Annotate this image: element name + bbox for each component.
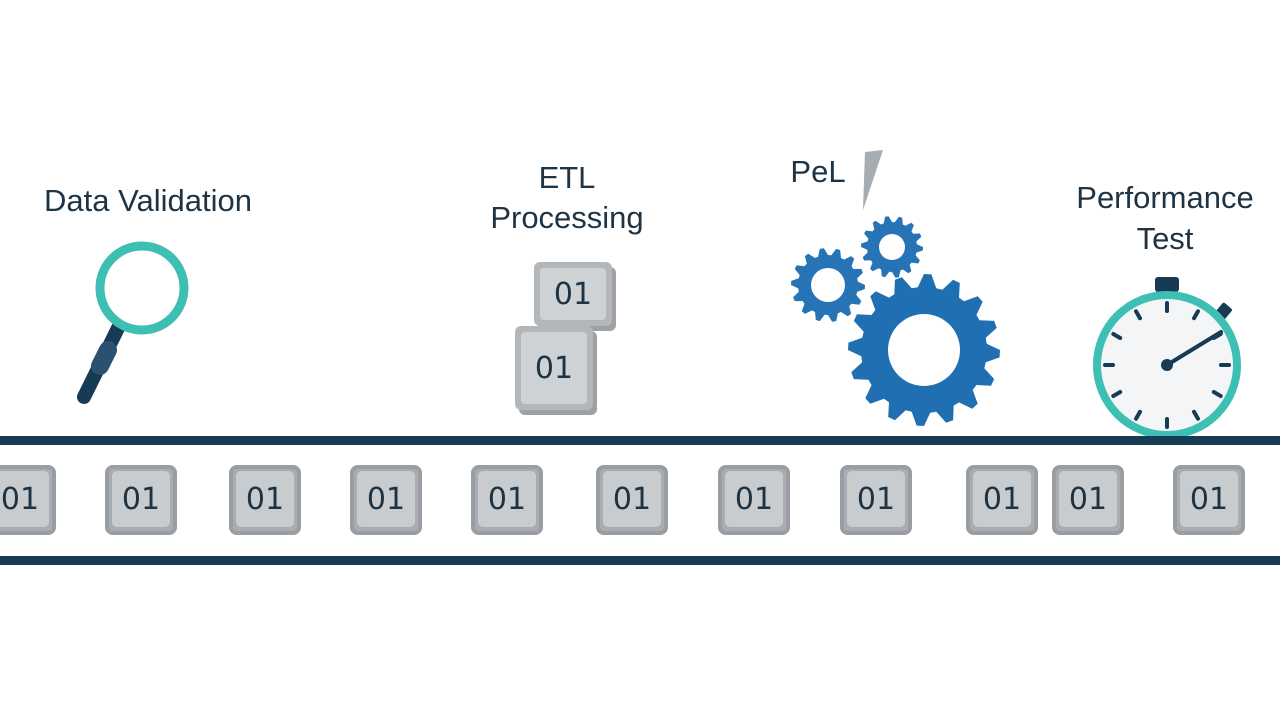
- etl-data-block-bottom: 01: [515, 326, 593, 410]
- conveyor-rail-bottom: [0, 556, 1280, 565]
- stage-label-pel: PeL: [790, 154, 846, 189]
- stage-label-performance: Performance: [1076, 180, 1254, 215]
- data-block-label: 01: [236, 471, 294, 527]
- data-block: 01: [840, 465, 912, 535]
- conveyor-rail-top: [0, 436, 1280, 445]
- data-block-label: 01: [357, 471, 415, 527]
- stage-label-etl: ETL: [538, 160, 596, 195]
- small-gear-top: [861, 216, 923, 278]
- pennant-icon: [863, 150, 883, 210]
- etl-data-block-top: 01: [534, 262, 612, 326]
- data-block: 01: [105, 465, 177, 535]
- data-block-label: 01: [973, 471, 1031, 527]
- stopwatch-icon: [1093, 277, 1241, 439]
- gears-icon: [791, 216, 1000, 426]
- small-gear-left: [791, 248, 865, 322]
- data-block: 01: [966, 465, 1038, 535]
- data-block: 01: [596, 465, 668, 535]
- data-block: 01: [350, 465, 422, 535]
- magnifier-icon: [77, 241, 189, 404]
- data-block: 01: [0, 465, 56, 535]
- data-block: 01: [1052, 465, 1124, 535]
- etl-block-bottom-label: 01: [521, 332, 587, 404]
- data-block-label: 01: [725, 471, 783, 527]
- etl-block-top-label: 01: [540, 268, 606, 320]
- data-block: 01: [718, 465, 790, 535]
- data-block-label: 01: [603, 471, 661, 527]
- data-block-label: 01: [1059, 471, 1117, 527]
- data-block-label: 01: [112, 471, 170, 527]
- data-block: 01: [229, 465, 301, 535]
- stage-label-processing: Processing: [490, 200, 644, 235]
- data-block-label: 01: [478, 471, 536, 527]
- data-block-label: 01: [0, 471, 49, 527]
- large-gear: [848, 274, 1000, 426]
- stage-label-test: Test: [1136, 221, 1194, 256]
- stage-label-data-validation: Data Validation: [44, 183, 252, 218]
- data-block: 01: [471, 465, 543, 535]
- data-block-label: 01: [847, 471, 905, 527]
- data-block: 01: [1173, 465, 1245, 535]
- data-block-label: 01: [1180, 471, 1238, 527]
